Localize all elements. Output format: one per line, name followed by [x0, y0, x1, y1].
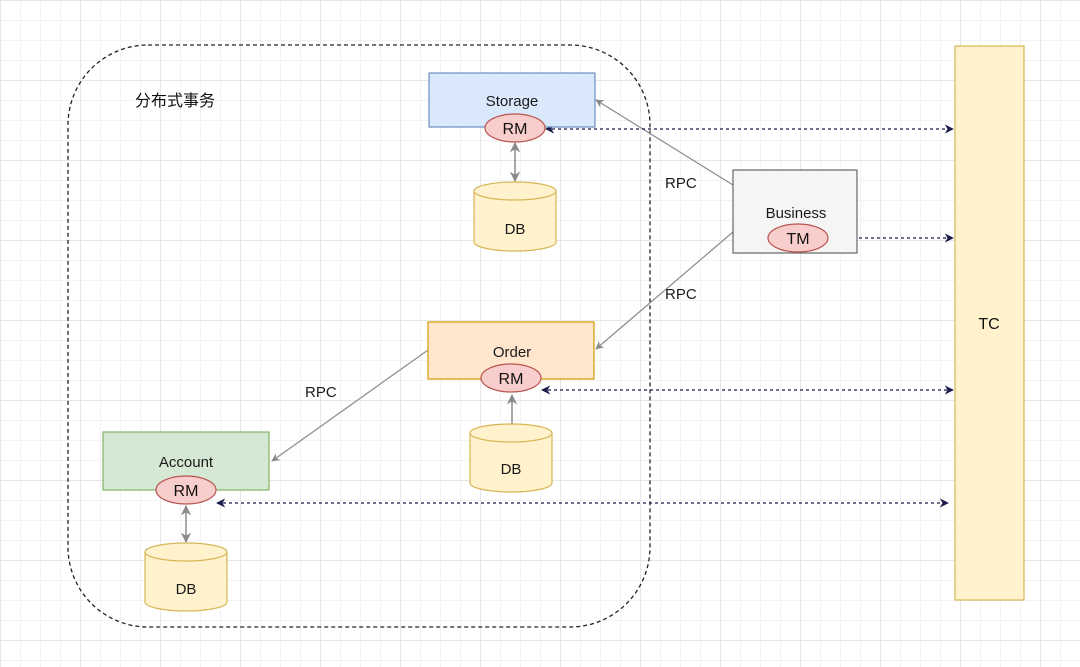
edge-order-account	[271, 349, 429, 462]
account-db[interactable]: DB	[144, 542, 228, 612]
account-rm[interactable]	[155, 475, 217, 505]
boundary-title: 分布式事务	[135, 92, 215, 110]
distributed-transaction-boundary	[67, 44, 651, 628]
edge-label-business-storage: RPC	[665, 175, 697, 192]
edge-label-order-account: RPC	[305, 384, 337, 401]
order-rm-label: RM	[499, 371, 524, 388]
storage-node[interactable]: Storage RM	[428, 72, 596, 143]
order-db-label: DB	[501, 461, 522, 478]
order-rm[interactable]	[480, 363, 542, 393]
order-node[interactable]: Order RM	[427, 321, 595, 393]
edge-label-business-order: RPC	[665, 286, 697, 303]
storage-rm[interactable]	[484, 113, 546, 143]
order-db[interactable]: DB	[469, 423, 553, 493]
tc-box[interactable]	[954, 45, 1025, 601]
edge-business-storage	[595, 99, 734, 186]
business-node[interactable]: Business TM	[732, 169, 858, 254]
business-tm[interactable]	[767, 223, 829, 253]
tc-label: TC	[978, 316, 999, 333]
order-label: Order	[493, 344, 531, 361]
edge-business-order	[595, 231, 734, 350]
business-tm-label: TM	[786, 231, 809, 248]
business-label: Business	[766, 205, 827, 222]
storage-db-label: DB	[505, 221, 526, 238]
account-label: Account	[159, 454, 214, 471]
account-node[interactable]: Account RM	[102, 431, 270, 505]
storage-db[interactable]: DB	[473, 181, 557, 252]
account-db-label: DB	[176, 581, 197, 598]
storage-label: Storage	[486, 93, 539, 110]
storage-rm-label: RM	[503, 121, 528, 138]
account-rm-label: RM	[174, 483, 199, 500]
